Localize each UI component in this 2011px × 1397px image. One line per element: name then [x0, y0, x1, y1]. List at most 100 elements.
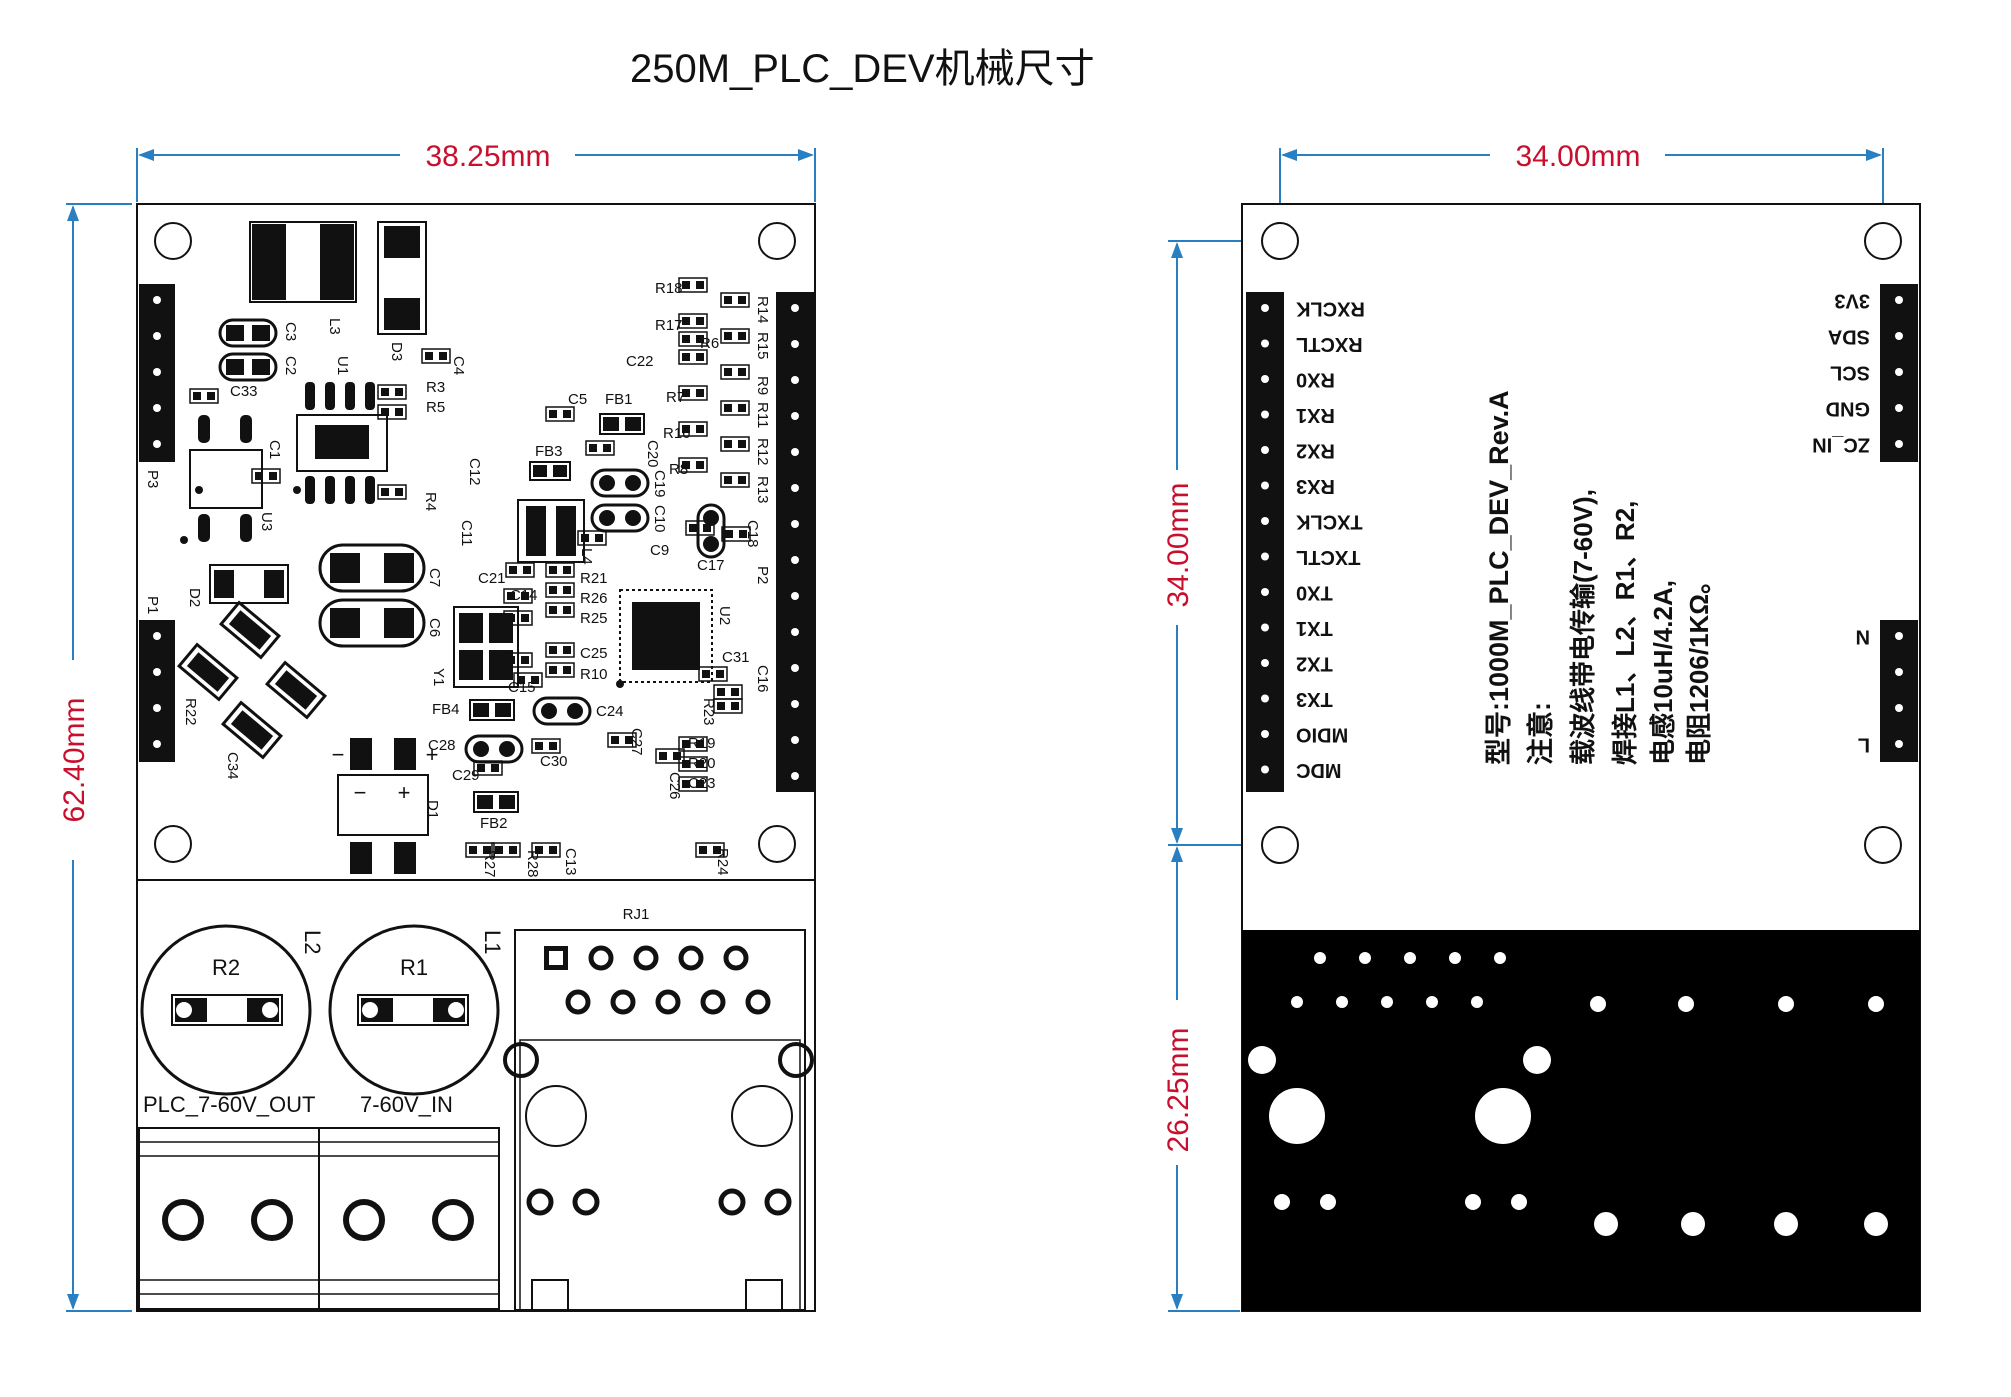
designator-c30: C30 — [540, 753, 568, 770]
ic-u1 — [293, 382, 388, 504]
smd-footprint — [491, 842, 521, 858]
smd-footprint — [465, 842, 495, 858]
smd-footprint — [720, 400, 750, 416]
model-text: 型号:1000M_PLC_DEV_Rev.A — [1484, 390, 1514, 765]
resistor-r22 — [176, 642, 240, 702]
pin-label-sda: SDA — [1828, 326, 1870, 348]
pin-hole — [1895, 632, 1903, 640]
designator-r27: R27 — [481, 850, 498, 878]
diode-d2 — [209, 564, 289, 604]
designator-u2: U2 — [716, 606, 733, 625]
designator-r16: R16 — [663, 425, 691, 442]
capacitor-c34 — [264, 660, 328, 720]
designator-r15: R15 — [754, 332, 771, 360]
pin-hole — [1261, 588, 1269, 596]
terminal-r1: R1 L1 — [328, 924, 505, 1096]
designator-c33: C33 — [230, 383, 258, 400]
pin-hole — [1261, 481, 1269, 490]
smd-footprint — [189, 388, 219, 404]
note-line: 载波线带电传输(7-60V), — [1568, 489, 1598, 765]
pin-label-tx1: TX1 — [1296, 617, 1333, 639]
mount-hole — [1261, 826, 1299, 864]
capacitor-c7-c6 — [318, 543, 426, 648]
designator-c6: C6 — [426, 618, 443, 637]
capacitor-c34b — [220, 700, 284, 760]
left-width-label: 38.25mm — [425, 140, 550, 173]
designator-c4: C4 — [450, 356, 467, 375]
ic-u2 — [616, 589, 713, 688]
smd-footprint — [695, 842, 725, 858]
pin-hole — [1895, 296, 1903, 304]
header-p2 — [776, 292, 814, 792]
designator-l3: L3 — [326, 318, 343, 335]
designator-p1: P1 — [144, 596, 161, 614]
inductor-l3 — [249, 221, 357, 303]
capacitor-c24 — [532, 696, 592, 726]
designator-c18: C18 — [744, 520, 761, 548]
d1-plus-outer: + — [426, 742, 439, 767]
l2-label: L2 — [300, 930, 325, 954]
smd-footprint — [720, 436, 750, 452]
pin-label-mdio: MDIO — [1296, 724, 1348, 746]
small-components — [189, 277, 751, 858]
pin-label-tx3: TX3 — [1296, 688, 1333, 710]
diode-d3 — [377, 221, 427, 335]
pin-label-rx3: RX3 — [1296, 475, 1335, 497]
designator-c19: C19 — [651, 470, 668, 498]
mount-hole — [154, 825, 192, 863]
designator-c16: C16 — [754, 665, 771, 693]
smd-footprint — [251, 468, 281, 484]
smd-footprint — [545, 562, 575, 578]
designator-c34: C34 — [224, 752, 241, 780]
ferrite-fb4 — [469, 699, 515, 721]
smd-footprint — [585, 440, 615, 456]
pin-label-rx0: RX0 — [1296, 369, 1335, 391]
designator-l4: L4 — [578, 548, 595, 565]
smd-footprint — [377, 384, 407, 400]
rj1-label: RJ1 — [623, 906, 650, 923]
ac-pin-labels: NL — [1856, 626, 1903, 756]
designator-c3: C3 — [282, 322, 299, 341]
right-lower-height-label: 26.25mm — [1162, 1027, 1195, 1152]
right-width-label: 34.00mm — [1515, 140, 1640, 173]
header-p3 — [139, 284, 175, 462]
pin-hole — [1261, 446, 1269, 454]
pin-label-mdc: MDC — [1296, 759, 1342, 781]
note-line: 电感10uH/4.2A, — [1648, 580, 1678, 765]
designator-r26: R26 — [580, 590, 608, 607]
note-line: 焊接L1、L2、R1、R2, — [1610, 501, 1640, 765]
designator-c25: C25 — [580, 645, 608, 662]
right-height-dimension: 34.00mm 26.25mm — [1162, 240, 1280, 1312]
designator-r4: R4 — [422, 492, 439, 511]
pin-hole — [1895, 740, 1903, 748]
smd-footprint — [678, 277, 708, 293]
designator-c21: C21 — [478, 570, 506, 587]
d1-minus: − — [354, 780, 367, 805]
smd-footprint — [678, 385, 708, 401]
designator-r24: R24 — [714, 848, 731, 876]
left-pin-labels: RXCLKRXCTLRX0RX1RX2RX3TXCLKTXCTLTX0TX1TX… — [1261, 298, 1365, 781]
smd-footprint — [720, 364, 750, 380]
capacitor-c28 — [464, 734, 524, 764]
right-header-left — [1246, 292, 1284, 792]
r2-label: R2 — [212, 955, 240, 980]
designator-c31: C31 — [722, 649, 750, 666]
smd-footprint — [377, 484, 407, 500]
smd-footprint — [377, 404, 407, 420]
smd-footprint — [607, 732, 637, 748]
smd-footprint — [545, 406, 575, 422]
smd-footprint — [505, 562, 535, 578]
pin-hole — [1261, 623, 1269, 632]
designator-r9: R9 — [754, 376, 771, 395]
designator-c27: C27 — [628, 728, 645, 756]
smd-footprint — [678, 331, 708, 347]
smd-footprint — [720, 328, 750, 344]
left-width-dimension: 38.25mm — [136, 140, 816, 202]
designator-c2: C2 — [282, 356, 299, 375]
smd-footprint — [678, 736, 708, 752]
pin-label-scl: SCL — [1830, 362, 1870, 384]
designator-r28: R28 — [524, 850, 541, 878]
smd-footprint — [655, 748, 685, 764]
designator-r20: R20 — [688, 755, 716, 772]
